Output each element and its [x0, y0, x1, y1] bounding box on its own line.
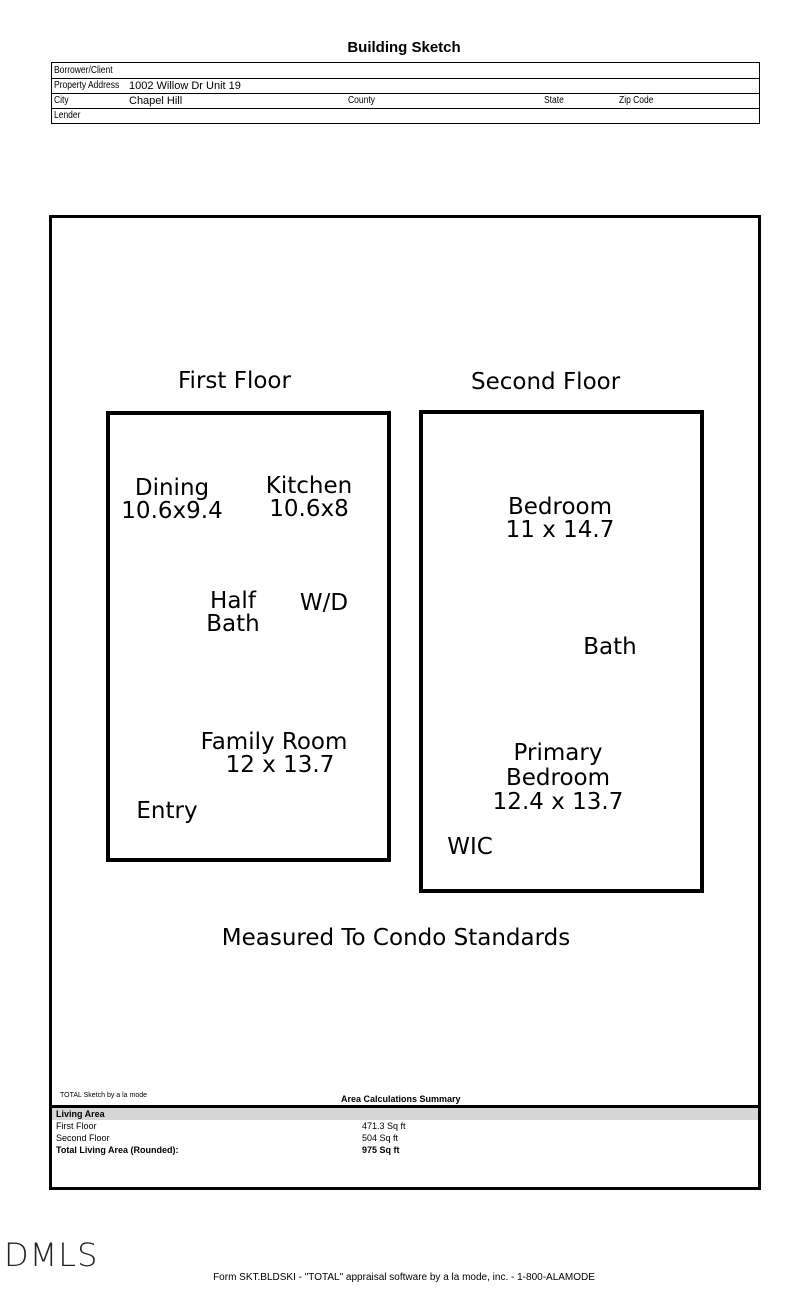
living-area-label: Living Area	[56, 1109, 105, 1119]
county-label: County	[348, 95, 375, 106]
room-name: Bedroom	[507, 494, 613, 520]
city-row: City Chapel Hill County State Zip Code	[52, 93, 759, 109]
state-label: State	[544, 95, 564, 106]
address-value: 1002 Willow Dr Unit 19	[129, 80, 241, 92]
room-dimensions: 11 x 14.7	[505, 517, 615, 543]
area-row-value: 504 Sq ft	[362, 1133, 399, 1143]
measurement-note: Measured To Condo Standards	[221, 925, 571, 951]
room-primary-bedroom: Primary Bedroom 12.4 x 13.7	[478, 742, 638, 814]
room-dining: Dining 10.6x9.4	[112, 477, 232, 523]
room-name: Kitchen	[265, 473, 353, 499]
second-floor-outline	[419, 410, 704, 893]
footer-form-note: Form SKT.BLDSKI - "TOTAL" appraisal soft…	[213, 1272, 595, 1283]
borrower-row: Borrower/Client	[52, 63, 759, 79]
summary-divider	[52, 1105, 758, 1108]
room-name-line2: Bath	[206, 611, 260, 637]
room-dimensions: 12.4 x 13.7	[492, 789, 624, 815]
room-name-line1: Primary	[513, 740, 603, 766]
room-bath: Bath	[583, 634, 637, 660]
first-floor-label: First Floor	[178, 368, 291, 394]
lender-row: Lender	[52, 108, 759, 123]
property-info-table: Borrower/Client Property Address 1002 Wi…	[51, 62, 760, 124]
room-entry: Entry	[136, 798, 198, 824]
software-note: TOTAL Sketch by a la mode	[60, 1092, 148, 1099]
room-name-line1: Half	[210, 588, 256, 614]
total-area-value: 975 Sq ft	[362, 1145, 400, 1155]
total-area-label: Total Living Area (Rounded):	[56, 1145, 179, 1155]
area-row-label: First Floor	[56, 1121, 97, 1131]
page-title: Building Sketch	[347, 39, 461, 56]
borrower-label: Borrower/Client	[54, 65, 113, 76]
sketch-frame	[49, 215, 761, 1190]
city-value: Chapel Hill	[129, 95, 183, 107]
area-row-value: 471.3 Sq ft	[362, 1121, 406, 1131]
address-row: Property Address 1002 Willow Dr Unit 19	[52, 78, 759, 94]
dmls-logo: DMLS	[4, 1236, 99, 1274]
room-half-bath: Half Bath	[193, 590, 273, 636]
city-label: City	[54, 95, 69, 106]
room-dimensions: 12 x 13.7	[225, 752, 335, 778]
room-name-line2: Bedroom	[505, 765, 611, 791]
room-name: Dining	[134, 475, 210, 501]
lender-label: Lender	[54, 110, 81, 121]
room-wic: WIC	[447, 834, 493, 860]
room-bedroom: Bedroom 11 x 14.7	[490, 496, 630, 542]
room-dimensions: 10.6x8	[269, 496, 349, 522]
address-label: Property Address	[54, 80, 120, 91]
living-area-header-bg	[52, 1108, 758, 1120]
area-row-label: Second Floor	[56, 1133, 110, 1143]
room-wd: W/D	[299, 590, 349, 616]
room-name: Family Room	[200, 729, 348, 755]
room-kitchen: Kitchen 10.6x8	[254, 475, 364, 521]
second-floor-label: Second Floor	[471, 369, 621, 395]
area-summary-title: Area Calculations Summary	[341, 1094, 461, 1104]
first-floor-outline	[106, 411, 391, 862]
room-dimensions: 10.6x9.4	[121, 498, 223, 524]
room-family-room: Family Room 12 x 13.7	[184, 731, 364, 777]
zip-label: Zip Code	[619, 95, 654, 106]
